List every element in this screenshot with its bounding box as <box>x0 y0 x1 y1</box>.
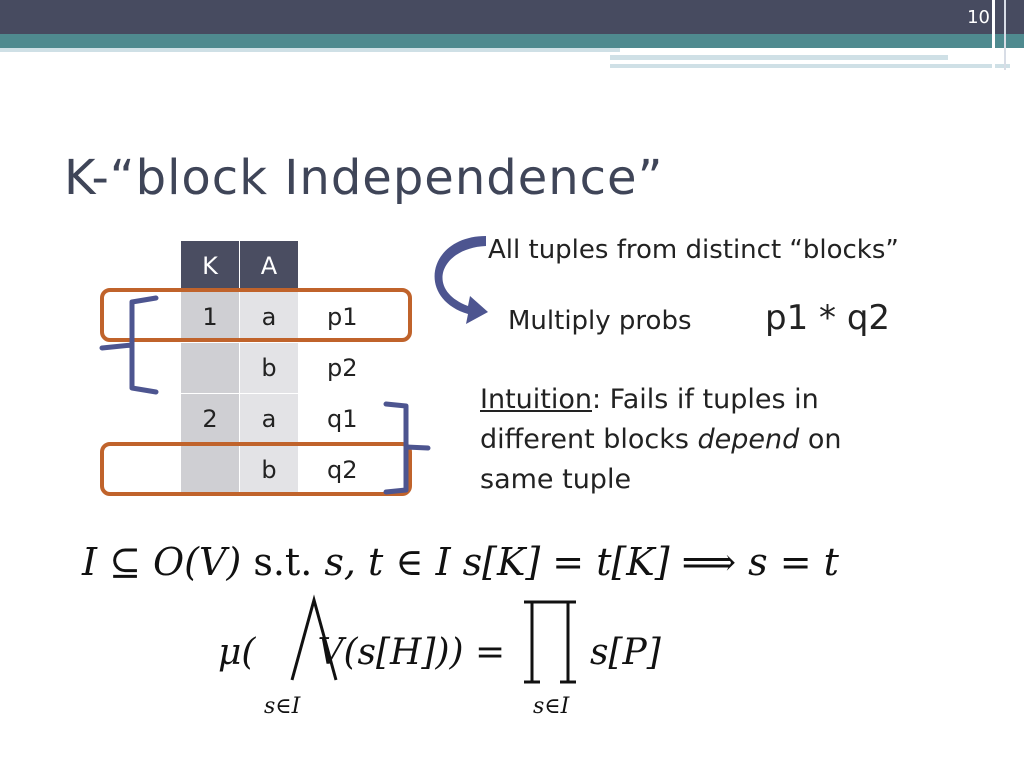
curved-arrow-icon <box>434 236 488 324</box>
formula-token: s, t ∈ I <box>324 540 451 584</box>
intuition-text: on <box>799 424 842 455</box>
formula-token: V(s[H])) = <box>317 632 506 673</box>
intuition-line: different blocks depend on <box>480 420 1020 460</box>
header-divider <box>1004 0 1006 70</box>
formula-token: s.t. <box>241 540 325 584</box>
orange-box-row4 <box>100 442 412 496</box>
cell-a: b <box>239 444 299 496</box>
table-row: b q2 <box>180 444 410 496</box>
probability-expression: p1 * q2 <box>765 298 891 338</box>
cell-prob: q2 <box>298 444 410 496</box>
cell-prob: p1 <box>298 291 410 343</box>
orange-box-row1 <box>100 288 412 342</box>
header-stripe <box>610 55 948 60</box>
probability-table: K A 1 a p1 b p2 2 a q1 b q2 <box>180 240 410 496</box>
wedge-subscript: s∈I <box>264 694 301 719</box>
product-symbol-icon <box>524 600 576 684</box>
intuition-text: : Fails if tuples in <box>592 384 819 415</box>
header-bar <box>0 0 1024 34</box>
table-row: b p2 <box>180 342 410 394</box>
cell-a: b <box>239 342 299 394</box>
note-multiply-probs: Multiply probs <box>508 306 692 336</box>
wedge-symbol-icon <box>290 594 338 681</box>
bracket-block1-icon <box>99 295 159 395</box>
formula-token: s = t <box>748 540 839 584</box>
intuition-emphasis: depend <box>697 424 800 455</box>
formula-token: μ( <box>218 632 256 673</box>
note-distinct-blocks: All tuples from distinct “blocks” <box>488 235 899 265</box>
table-header-row: K A <box>180 240 410 292</box>
header-stripe <box>0 48 620 52</box>
intuition-line: Intuition: Fails if tuples in <box>480 380 1020 420</box>
cell-a: a <box>239 393 299 445</box>
header-stripe <box>610 64 1010 68</box>
table-row: 2 a q1 <box>180 393 410 445</box>
bracket-block2-icon <box>383 401 431 495</box>
table-row: 1 a p1 <box>180 291 410 343</box>
formula-product-right: s[P] <box>590 632 661 673</box>
header-cell-a: A <box>239 240 299 292</box>
formula-token: ⊆ <box>97 540 154 584</box>
cell-k: 1 <box>180 291 240 343</box>
header-divider <box>992 0 995 70</box>
formula-mu-left: μ( V(s[H])) = <box>218 632 505 673</box>
header-cell-prob <box>298 240 410 292</box>
slide-title: K-“block Independence” <box>64 150 664 206</box>
formula-key-constraint: I ⊆ O(V) s.t. s, t ∈ I s[K] = t[K] ⟹ s =… <box>82 540 839 584</box>
header-cell-k: K <box>180 240 240 292</box>
intuition-line: same tuple <box>480 460 1020 500</box>
cell-a: a <box>239 291 299 343</box>
formula-token: (V) <box>184 540 242 584</box>
intuition-label: Intuition <box>480 384 592 415</box>
cell-prob: p2 <box>298 342 410 394</box>
intuition-note: Intuition: Fails if tuples in different … <box>480 380 1020 500</box>
formula-token: ⟹ <box>681 540 749 584</box>
intuition-text: different blocks <box>480 424 698 455</box>
intuition-text: same tuple <box>480 464 632 495</box>
cell-prob: q1 <box>298 393 410 445</box>
product-subscript: s∈I <box>533 694 570 719</box>
formula-token: s[K] = t[K] <box>450 540 682 584</box>
formula-token: O <box>153 540 185 584</box>
header-accent-band <box>0 34 1024 48</box>
page-number: 10 <box>967 7 990 28</box>
formula-token: I <box>82 540 98 584</box>
